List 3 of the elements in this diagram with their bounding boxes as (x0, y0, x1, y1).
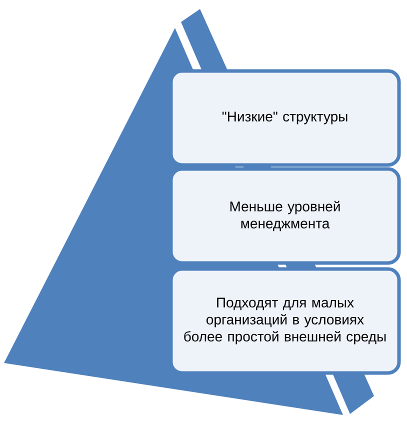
text-box: Меньше уровней менеджмента (169, 167, 401, 265)
text-box: "Низкие" структуры (169, 69, 401, 167)
text-box: Подходят для малых организаций в условиях более простой внешней среды (169, 267, 401, 375)
